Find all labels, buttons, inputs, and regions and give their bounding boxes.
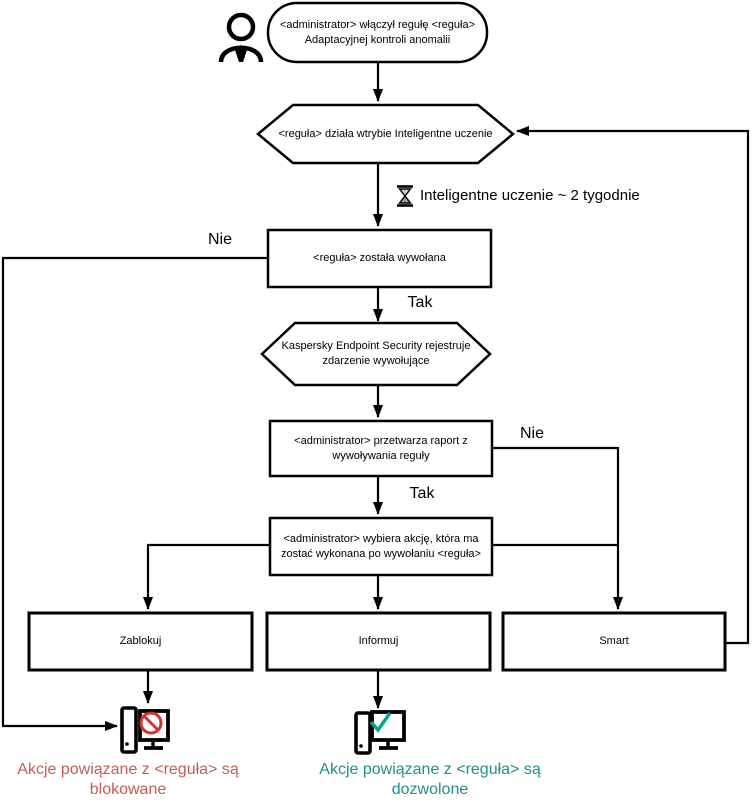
action-smart-label: Smart	[599, 635, 629, 648]
action-inform-label: Informuj	[358, 635, 399, 648]
check-icon	[369, 712, 392, 733]
action-smart-shape	[501, 611, 727, 672]
computer-allowed-icon	[354, 710, 406, 755]
training-note-label: Inteligentne uczenie ~ 2 tygodnie	[420, 186, 640, 204]
action-block-label: Zablokuj	[119, 635, 162, 648]
smart-training-hex-shape	[256, 103, 515, 165]
admin-report-node-shape	[268, 419, 494, 478]
blocked-outcome-caption: Akcje powiązane z <reguła> są blokowane	[17, 761, 239, 798]
person-icon	[218, 12, 264, 63]
computer-blocked-icon	[120, 706, 170, 754]
yes-label-1: Tak	[407, 294, 433, 312]
kes-registers-hex-label: Kaspersky Endpoint Security rejestruje z…	[281, 340, 471, 367]
rule-triggered-node-shape	[266, 228, 493, 289]
connectors	[1, 63, 750, 731]
kes-registers-hex-shape	[260, 321, 492, 387]
allowed-outcome-caption: Akcje powiązane z <reguła> są dozwolone	[319, 761, 541, 798]
admin-action-node-label: <administrator> wybiera akcję, która ma …	[281, 532, 481, 560]
no-label-1: Nie	[207, 231, 232, 249]
rule-triggered-node-label: <reguła> została wywołana	[313, 252, 446, 265]
admin-action-node-shape	[268, 516, 494, 577]
prohibition-icon	[139, 711, 163, 735]
yes-label-2: Tak	[409, 485, 435, 503]
start-node-label: <administrator> włączył regułę <reguła> …	[279, 19, 476, 46]
start-node-shape	[266, 1, 489, 64]
no-label-2: Nie	[519, 425, 544, 443]
smart-training-hex-label: <reguła> działa wtrybie Inteligentne ucz…	[278, 127, 493, 140]
hourglass-icon	[397, 185, 413, 207]
action-inform-shape	[265, 611, 492, 672]
admin-report-node-label: <administrator> przetwarza raport z wywo…	[294, 434, 468, 462]
action-block-shape	[27, 611, 254, 672]
